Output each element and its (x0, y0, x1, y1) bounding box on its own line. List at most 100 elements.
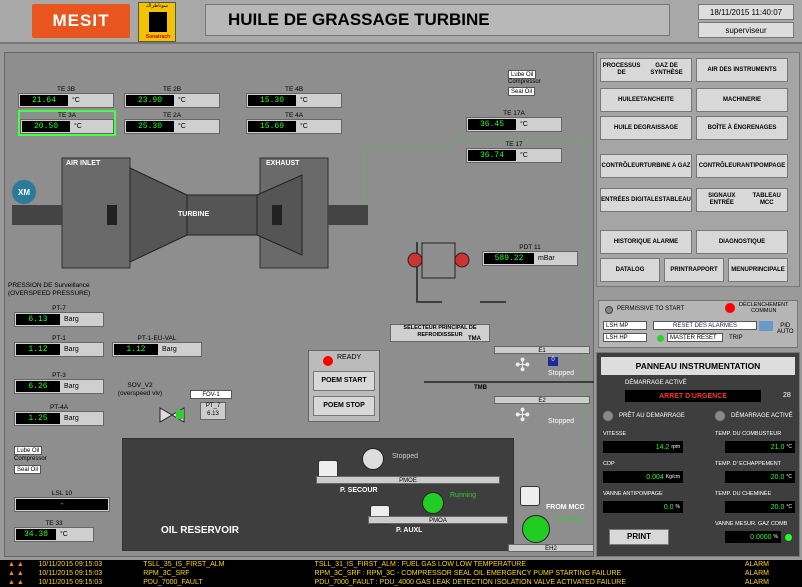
alarm-time: 10/11/2015 09:15:03 (38, 561, 103, 568)
pt1-label: PT-1 (52, 335, 66, 342)
fov1-tag[interactable]: FOV-1 (190, 390, 232, 399)
fan-e1-icon[interactable]: ✣ (515, 355, 531, 375)
pret-indicator (603, 411, 613, 421)
te4b-box: TE 4B 15.30°C (246, 86, 342, 108)
te2a-unit: °C (178, 123, 186, 130)
te2a-box: TE 2A 25.30°C (124, 112, 220, 134)
nav-button-12[interactable]: DATALOG (600, 258, 660, 282)
seal-oil-switch[interactable]: Seal Oil (508, 87, 536, 96)
fan-e1-status: Stopped (548, 370, 575, 377)
turbine-label: TURBINE (178, 211, 210, 218)
te3a-box[interactable]: TE 3A 20.50°C (18, 110, 116, 136)
cheminee-value: 20.0 (770, 503, 785, 511)
reset-icon[interactable] (759, 321, 773, 331)
nav-button-label: HUILE (618, 96, 637, 103)
pt7-unit: Barg (64, 316, 79, 323)
permissive-indicator (605, 306, 613, 314)
pmoa-name: P. AUXL (396, 527, 423, 534)
oil-reservoir-tank: OIL RESERVOIR (122, 438, 514, 551)
fan-e2-tag: E2 (494, 396, 590, 404)
poem-stop-button[interactable]: POEM STOP (313, 396, 375, 416)
seal-oil-switch-2[interactable]: Seal Oil (14, 465, 42, 474)
mesur-unit: % (773, 534, 778, 540)
cheminee-display: 20.0°C (725, 501, 795, 513)
pid-auto-label[interactable]: PID AUTO (777, 323, 794, 335)
alarm-tag: PDU_7000_FAULT (143, 579, 203, 586)
te33-value: 34.38 (16, 529, 56, 540)
user-display[interactable]: superviseur (698, 22, 794, 38)
vanne-unit: % (675, 504, 680, 510)
datetime-display: 18/11/2015 11:40:07 (698, 4, 794, 20)
pmoe-tag: PMOE (316, 476, 500, 484)
cooler-selector[interactable]: SÉLECTEUR PRINCIPAL DE REFROIDISSEUR (390, 324, 490, 342)
poem-panel: READY POEM START POEM STOP (308, 350, 380, 422)
mesur-label: VANNE MESUR. GAZ COMB (715, 521, 788, 527)
ready-indicator (323, 356, 333, 366)
alarm-type: ALARM (744, 561, 769, 568)
nav-button-label: PROCESSUS DE (602, 63, 641, 76)
air-inlet-label: AIR INLET (66, 160, 101, 167)
te17a-box: TE 17A 36.45°C (466, 110, 562, 132)
combusteur-label: TEMP. DU COMBUSTEUR (715, 431, 782, 437)
sov-valve-icon[interactable] (158, 400, 188, 430)
te4a-value: 15.69 (248, 121, 296, 132)
nav-button-3[interactable]: MACHINERIE (696, 88, 788, 112)
te4b-unit: °C (300, 97, 308, 104)
lube-oil-switch-2[interactable]: Lube Oil (14, 446, 43, 455)
print-button[interactable]: PRINT (609, 529, 669, 545)
te33-label: TE 33 (45, 520, 63, 527)
alarm-icon: ▲ ▲ (8, 570, 24, 577)
nav-button-10[interactable]: HISTORIQUE ALARME (600, 230, 692, 254)
nav-button-label: SIGNAUX ENTRÉE (708, 193, 736, 206)
eh2-motor-icon[interactable] (520, 486, 540, 506)
eh2-heater-icon[interactable] (522, 515, 550, 543)
decl-label: DÉCLENCHEMENT COMMUN (739, 302, 789, 314)
lube-oil-switch[interactable]: Lube Oil (508, 70, 537, 79)
te2b-value: 23.90 (126, 95, 174, 106)
arret-urgence-status: ARRET D'URGENCE (625, 390, 761, 402)
dem-act-indicator (715, 411, 725, 421)
nav-button-5[interactable]: BOÎTE À ÉNGRENAGES (696, 116, 788, 140)
xm-button[interactable]: XM (12, 180, 36, 204)
te17a-label: TE 17A (503, 110, 525, 117)
nav-button-1[interactable]: AIR DES INSTRUMENTS (696, 58, 788, 82)
mesit-logo: MESIT (32, 4, 130, 38)
cdp-label: CDP (603, 461, 615, 467)
pmoa-pump-icon[interactable] (422, 492, 444, 514)
te17-unit: °C (520, 152, 528, 159)
dem-act-label: DÉMARRAGE ACTIVÉ (731, 413, 793, 419)
sonatrach-emblem (149, 12, 167, 32)
pret-label: PRÊT AU DEMARRAGE (619, 413, 685, 419)
master-reset-button[interactable]: MASTER RESET (667, 333, 723, 342)
te3b-label: TE 3B (56, 86, 76, 93)
te17a-value: 36.45 (468, 119, 516, 130)
te33-unit: °C (60, 531, 68, 538)
poem-start-button[interactable]: POEM START (313, 371, 375, 391)
vanne-value: 0.0 (663, 503, 674, 511)
nav-button-label: CONTRÔLEUR (698, 162, 742, 169)
reset-alarms-button[interactable]: RESET DES ALARMES (653, 321, 757, 330)
fan-e2-icon[interactable]: ✣ (515, 405, 531, 425)
tmb-label: TMB (474, 385, 487, 391)
nav-button-11[interactable]: DIAGNOSTIQUE (696, 230, 788, 254)
demarrage-active-label: DÉMARRAGE ACTIVÉ (625, 380, 687, 386)
echappement-value: 20.0 (770, 473, 785, 481)
pt3-value: 6.26 (16, 381, 60, 392)
mesur-value: 0.0000 (750, 533, 772, 541)
vanne-label: VANNE ANTIPOMPAGE (603, 491, 663, 497)
pt4a-unit: Barg (64, 415, 79, 422)
pmoe-pump-icon[interactable] (362, 448, 384, 470)
